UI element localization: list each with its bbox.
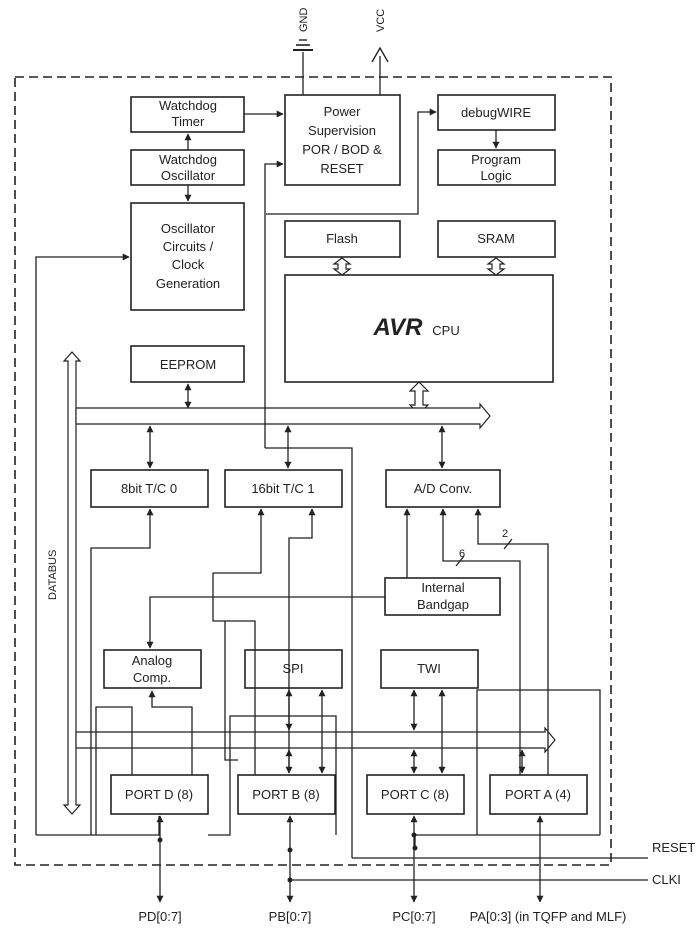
oscillator-line-1: Oscillator: [161, 221, 216, 236]
power-supervision-block: Power Supervision POR / BOD & RESET: [284, 94, 401, 186]
oscillator-line-4: Generation: [156, 276, 220, 291]
pd-label: PD[0:7]: [138, 909, 181, 924]
power-supervision-line-3: POR / BOD &: [302, 142, 382, 157]
power-supervision-line-4: RESET: [320, 161, 363, 176]
databus: DATABUS: [47, 351, 556, 815]
pc-pin: PC[0:7]: [392, 815, 436, 924]
port-b-label: PORT B (8): [252, 787, 319, 802]
bandgap-block: Internal Bandgap: [384, 577, 501, 616]
power-supervision-line-2: Supervision: [308, 123, 376, 138]
watchdog-timer-line-2: Timer: [172, 114, 205, 129]
avr-logo: AVR: [373, 314, 424, 341]
sram-label: SRAM: [477, 231, 515, 246]
databus-label: DATABUS: [47, 550, 59, 600]
port-d-label: PORT D (8): [125, 787, 193, 802]
port-a-label: PORT A (4): [505, 787, 571, 802]
watchdog-oscillator-line-1: Watchdog: [159, 152, 217, 167]
tc1-label: 16bit T/C 1: [251, 481, 314, 496]
cpu-label: CPU: [432, 323, 459, 338]
program-logic-line-2: Logic: [480, 168, 512, 183]
debugwire-block: debugWIRE: [437, 94, 556, 131]
watchdog-oscillator-line-2: Oscillator: [161, 168, 216, 183]
vcc-pin: VCC: [371, 9, 389, 95]
oscillator-line-3: Clock: [172, 257, 205, 272]
flash-cpu-bus: [332, 257, 352, 276]
reset-label: RESET: [652, 840, 695, 855]
port-b-block: PORT B (8): [237, 774, 336, 815]
twi-label: TWI: [417, 661, 441, 676]
port-a-block: PORT A (4): [489, 774, 588, 815]
cpu-block: AVR CPU: [284, 274, 554, 383]
pb-label: PB[0:7]: [269, 909, 312, 924]
debugwire-label: debugWIRE: [461, 105, 531, 120]
clki-label: CLKI: [652, 872, 681, 887]
spi-label: SPI: [283, 661, 304, 676]
sram-cpu-bus: [486, 257, 506, 276]
eeprom-block: EEPROM: [130, 345, 245, 383]
port-c-block: PORT C (8): [366, 774, 465, 815]
sram-block: SRAM: [437, 220, 556, 258]
port-d-block: PORT D (8): [110, 774, 209, 815]
tc1-block: 16bit T/C 1: [224, 469, 343, 508]
watchdog-timer-line-1: Watchdog: [159, 98, 217, 113]
port-c-label: PORT C (8): [381, 787, 449, 802]
adc-block: A/D Conv.: [385, 469, 501, 508]
twi-block: TWI: [380, 649, 479, 689]
pb-pin: PB[0:7]: [269, 815, 312, 924]
flash-label: Flash: [326, 231, 358, 246]
pd-pin: PD[0:7]: [138, 815, 182, 924]
gnd-label: GND: [298, 8, 310, 33]
chip-boundary: [14, 76, 612, 866]
adc-bus-width-6: 6: [459, 548, 465, 560]
adc-bus-width-2: 2: [502, 528, 508, 540]
flash-block: Flash: [284, 220, 401, 258]
oscillator-circuits-block: Oscillator Circuits / Clock Generation: [130, 202, 245, 311]
oscillator-line-2: Circuits /: [163, 239, 214, 254]
spi-block: SPI: [244, 649, 343, 689]
pa-pin: PA[0:3] (in TQFP and MLF): [470, 815, 627, 924]
bandgap-line-2: Bandgap: [417, 597, 469, 612]
tc0-label: 8bit T/C 0: [121, 481, 177, 496]
tc0-block: 8bit T/C 0: [90, 469, 209, 508]
program-logic-line-1: Program: [471, 152, 521, 167]
pa-label: PA[0:3] (in TQFP and MLF): [470, 909, 627, 924]
adc-label: A/D Conv.: [414, 481, 472, 496]
analog-comp-line-2: Comp.: [133, 670, 171, 685]
pc-label: PC[0:7]: [392, 909, 435, 924]
program-logic-block: Program Logic: [437, 149, 556, 186]
gnd-pin: GND: [293, 8, 313, 95]
eeprom-label: EEPROM: [160, 357, 216, 372]
bandgap-line-1: Internal: [421, 580, 464, 595]
analog-comp-block: Analog Comp.: [103, 649, 202, 689]
watchdog-timer-block: Watchdog Timer: [130, 96, 245, 133]
power-supervision-line-1: Power: [324, 104, 362, 119]
watchdog-oscillator-block: Watchdog Oscillator: [130, 149, 245, 186]
vcc-label: VCC: [375, 9, 387, 32]
analog-comp-line-1: Analog: [132, 653, 172, 668]
